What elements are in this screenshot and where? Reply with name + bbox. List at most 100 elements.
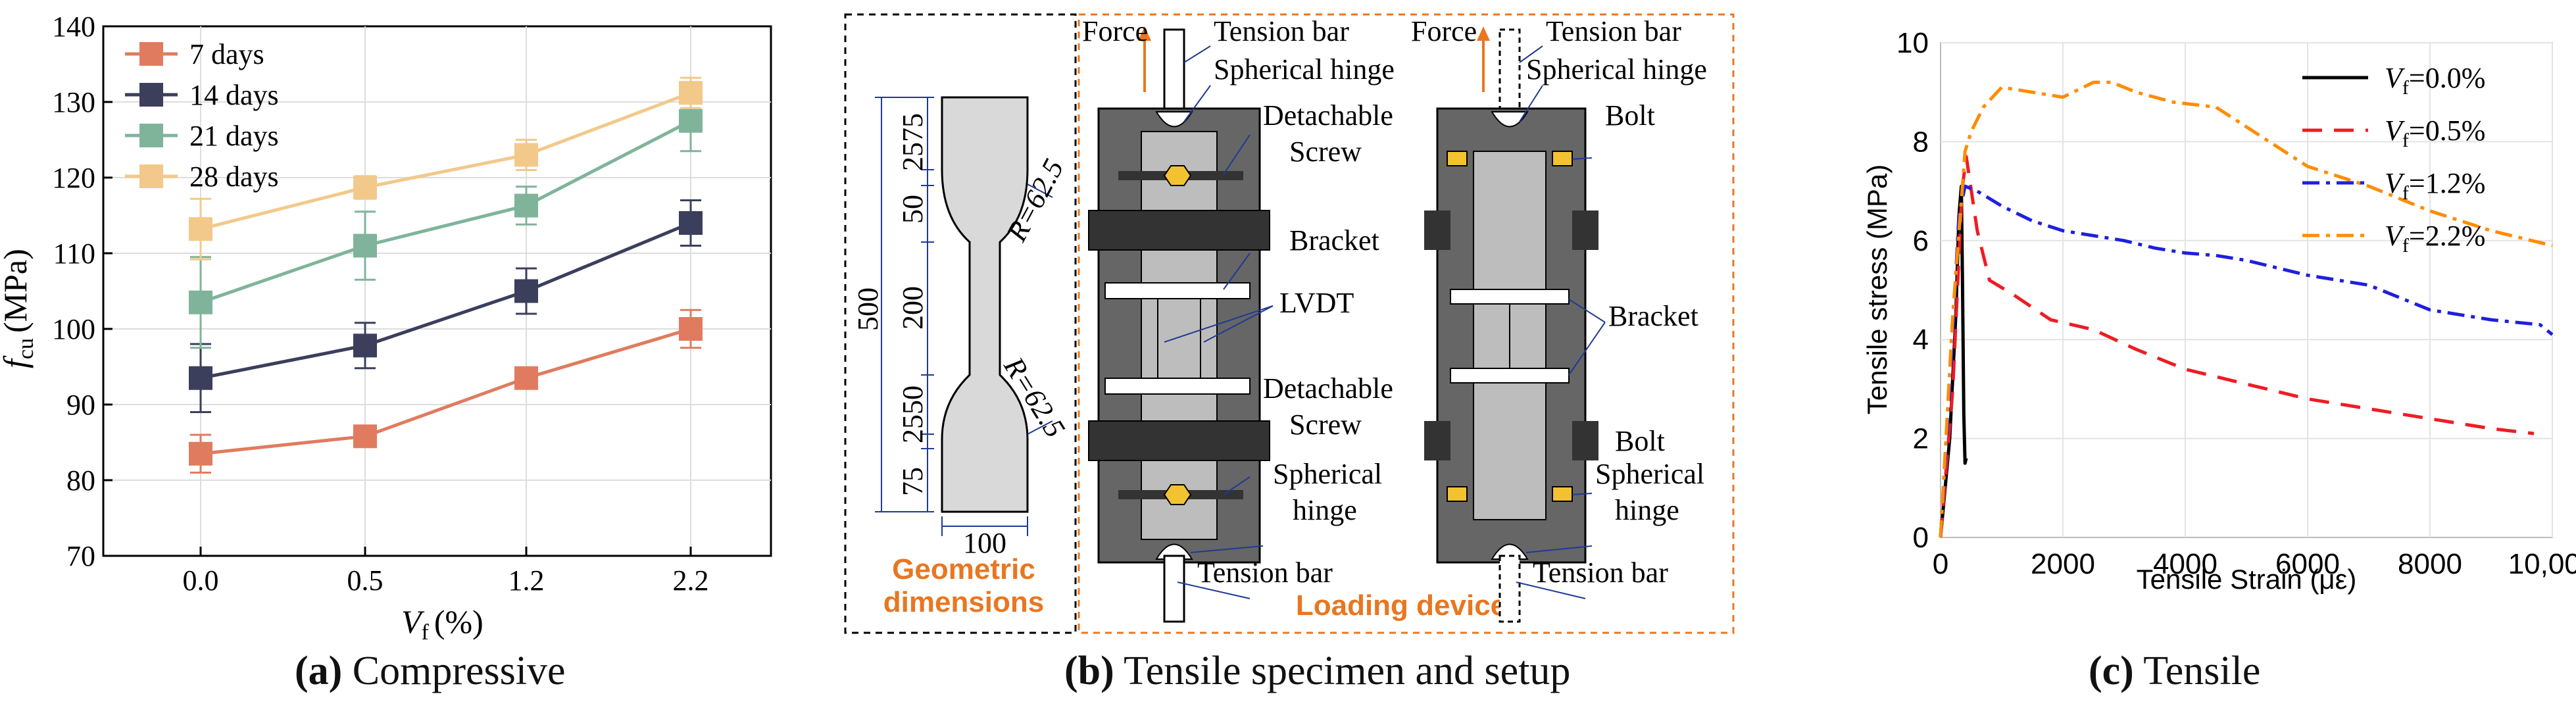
chart-c-x-tick-label: 4000 — [2153, 548, 2217, 580]
tension-bar-top-right — [1499, 28, 1521, 116]
chart-c-legend-label: Vf=0.0% — [2385, 62, 2485, 99]
chart-a-series — [189, 199, 703, 413]
bolt-top-right-right — [1552, 151, 1573, 166]
label-hinge-left: hinge — [1293, 494, 1357, 526]
chart-a-y-tick-label: 90 — [66, 389, 95, 421]
caption-b: (b) Tensile specimen and setup — [1064, 648, 1570, 695]
chart-c-series-line — [1939, 80, 2553, 538]
chart-c-legend: Vf=0.0% Vf=0.5% Vf=1.2% Vf=2.2% — [2302, 62, 2485, 257]
chart-c-grid — [1941, 42, 2553, 537]
chart-c-y-tick-label: 10 — [1896, 27, 1929, 59]
label-bracket-right: Bracket — [1608, 300, 1698, 332]
clamp-right-top-right — [1572, 210, 1598, 250]
chart-a-data-point — [679, 109, 703, 133]
caption-b-label: (b) — [1064, 649, 1114, 693]
leader-lines — [1164, 45, 1606, 599]
label-bolt-bottom-right: Bolt — [1615, 425, 1665, 457]
bracket-bottom-right — [1450, 368, 1570, 383]
geometric-box — [844, 13, 1077, 634]
caption-a-text: Compressive — [352, 649, 566, 693]
dim-100: 100 — [963, 527, 1006, 559]
dimension-lines — [875, 97, 1053, 536]
chart-a-x-axis-label: Vf(%) — [401, 603, 483, 645]
chart-a-legend-label: 28 days — [189, 161, 279, 193]
label-screw-top-left: Screw — [1289, 136, 1362, 168]
label-bracket-left: Bracket — [1289, 224, 1379, 257]
chart-a-data-point — [353, 175, 377, 199]
chart-a-series-layer — [189, 76, 703, 474]
label-detachable-bottom-left: Detachable — [1263, 372, 1393, 405]
chart-a-y-tick-label: 80 — [66, 464, 95, 497]
chart-a-data-point — [679, 317, 703, 341]
clamp-left-top-right — [1424, 210, 1450, 250]
chart-c-y-tick-label: 0 — [1913, 522, 1929, 554]
chart-c-legend-label: Vf=0.5% — [2385, 114, 2485, 151]
chart-c-x-tick-label: 8000 — [2398, 548, 2462, 580]
chart-c-x-tick-label: 2000 — [2031, 548, 2095, 580]
label-spherical-hinge-top-right: Spherical hinge — [1526, 53, 1707, 86]
label-force-right: Force — [1411, 15, 1477, 47]
chart-a-data-point — [514, 193, 538, 218]
chart-c-series-line — [1939, 155, 2535, 538]
loading-device-title: Loading device — [1296, 589, 1506, 622]
dogbone-specimen — [941, 96, 1029, 513]
dim-75: 75 — [897, 467, 929, 496]
chart-a-data-point — [189, 441, 212, 466]
label-tension-bar-top-right: Tension bar — [1546, 15, 1681, 47]
clamp-right-bottom-right — [1572, 421, 1598, 460]
chart-a-data-point — [514, 279, 538, 303]
chart-a-legend-marker — [139, 83, 163, 107]
chart-a-series-line — [200, 221, 691, 380]
chart-a-series-line — [200, 91, 691, 231]
chart-a-data-point — [189, 217, 212, 241]
chart-c-y-tick-label: 4 — [1913, 324, 1929, 356]
label-force-left: Force — [1082, 15, 1148, 47]
tension-bar-bottom-left — [1163, 555, 1185, 623]
chart-c-x-axis-label: Tensile Strain (με) — [2137, 564, 2357, 595]
bolt-bottom-left-right — [1447, 486, 1468, 502]
dim-500: 500 — [852, 287, 884, 331]
chart-a-data-point — [679, 211, 703, 235]
chart-a-y-axis-label: fcu(MPa) — [0, 249, 38, 368]
chart-a-y-tick-label: 120 — [52, 162, 95, 194]
tension-bar-bottom-right — [1499, 555, 1521, 623]
detachable-block-bottom-left — [1088, 420, 1270, 461]
dim-50: 50 — [897, 195, 929, 224]
caption-b-text: Tensile specimen and setup — [1124, 649, 1571, 693]
label-hinge-right: hinge — [1615, 494, 1679, 526]
label-tension-bar-top-left: Tension bar — [1214, 15, 1349, 47]
chart-a-legend-label: 14 days — [189, 79, 279, 111]
loading-device-right — [1424, 26, 1598, 623]
chart-a-legend-marker — [139, 124, 163, 147]
caption-c-text: Tensile — [2143, 649, 2261, 693]
chart-a-data-point — [514, 143, 538, 167]
caption-a: (a) Compressive — [295, 648, 566, 695]
chart-c-y-tick-label: 2 — [1913, 423, 1929, 455]
diagram-b-tensile-setup: 2575 50 500 200 2550 75 100 R=62.5 R=62.… — [844, 13, 1735, 634]
screw-nut-top-left — [1163, 165, 1192, 186]
bracket-top-left — [1104, 282, 1251, 299]
chart-c-x-tick-label: 10,000 — [2508, 548, 2576, 580]
specimen-left — [1141, 131, 1218, 540]
chart-c-legend-label: Vf=1.2% — [2385, 167, 2485, 204]
chart-a-x-tick-label: 0.5 — [347, 564, 384, 597]
dim-2575: 2575 — [897, 113, 929, 171]
clamp-left-bottom-right — [1424, 421, 1450, 460]
chart-a-x-tick-label: 2.2 — [673, 564, 709, 597]
label-lvdt-left: LVDT — [1279, 287, 1354, 319]
chart-a-y-tick-label: 130 — [52, 86, 95, 118]
chart-a-series — [189, 76, 703, 260]
label-spherical-hinge-top-left: Spherical hinge — [1214, 53, 1395, 86]
screw-nut-bottom-left — [1163, 484, 1192, 505]
chart-c-legend-label: Vf=2.2% — [2385, 220, 2485, 257]
chart-a-x-tick-label: 0.0 — [183, 564, 219, 597]
label-bolt-top-right: Bolt — [1605, 99, 1655, 132]
bolt-bottom-right-right — [1552, 486, 1573, 502]
chart-a-data-point — [353, 234, 377, 258]
